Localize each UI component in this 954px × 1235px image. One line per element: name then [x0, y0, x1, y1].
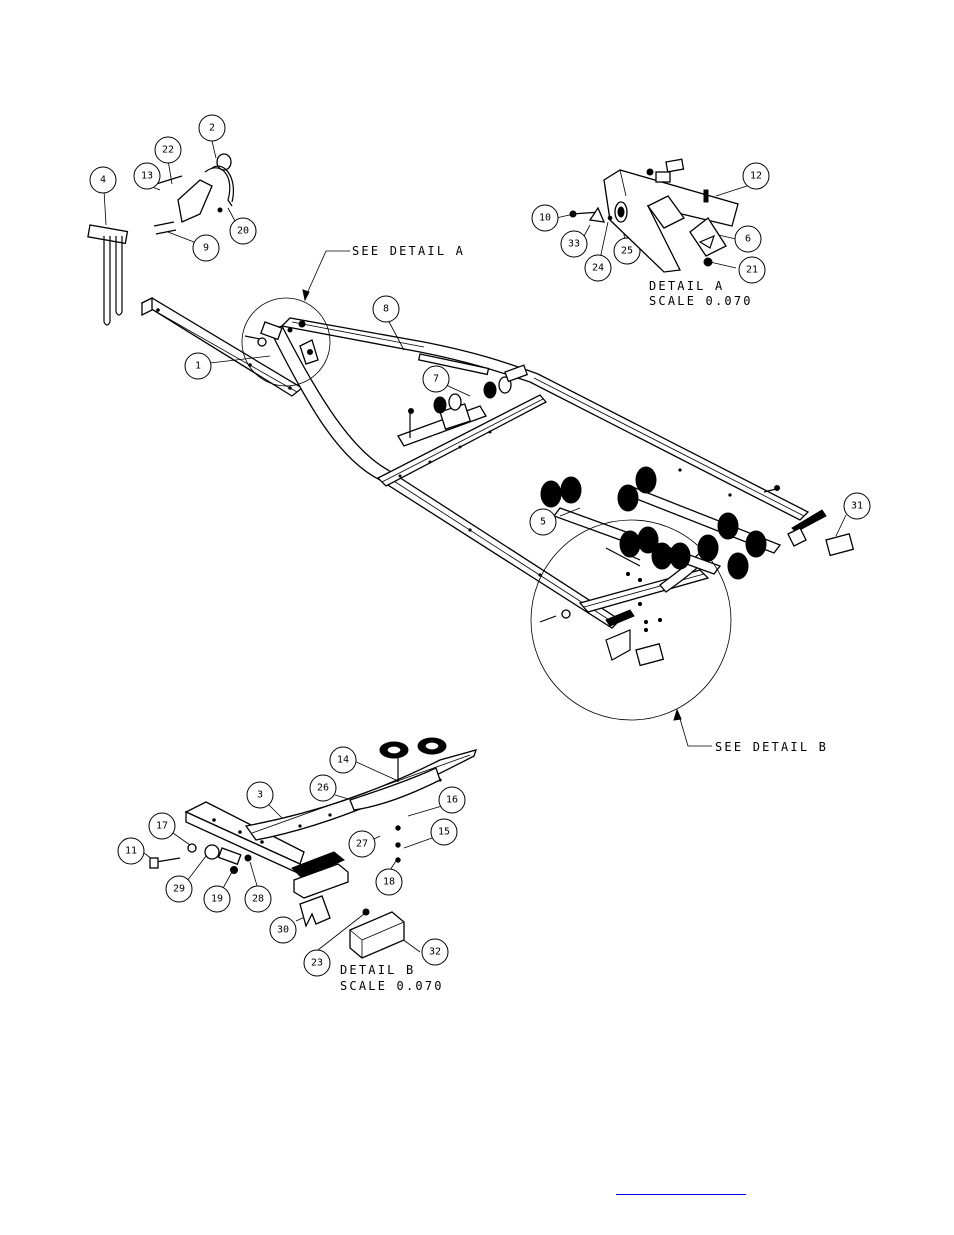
roller-wheels-part-5 [540, 466, 767, 580]
svg-text:22: 22 [162, 145, 174, 156]
svg-text:26: 26 [317, 783, 329, 794]
see-detail-b-callout: SEE DETAIL B [673, 708, 828, 754]
balloon-17: 17 [148, 812, 176, 840]
balloon-30: 30 [269, 916, 297, 944]
see-detail-a-callout: SEE DETAIL A [302, 244, 465, 302]
balloon-24: 24 [584, 254, 612, 282]
svg-text:7: 7 [433, 374, 439, 385]
balloon-15: 15 [430, 818, 458, 846]
svg-text:11: 11 [125, 846, 137, 857]
svg-text:20: 20 [237, 226, 249, 237]
right-main-rail-part-8 [280, 317, 810, 521]
balloon-6: 6 [734, 225, 762, 253]
svg-text:10: 10 [539, 213, 551, 224]
svg-text:24: 24 [592, 263, 604, 274]
svg-text:27: 27 [356, 839, 368, 850]
detail-b-callout-circle [530, 519, 732, 721]
svg-text:17: 17 [156, 821, 168, 832]
part-balloons: 2 22 13 4 9 20 8 1 7 5 31 10 12 6 21 33 … [89, 114, 871, 977]
svg-text:32: 32 [429, 947, 441, 958]
svg-text:5: 5 [540, 517, 546, 528]
rear-left-end [539, 571, 665, 667]
svg-text:25: 25 [621, 246, 633, 257]
svg-text:18: 18 [383, 877, 395, 888]
detail-b-view: DETAIL B SCALE 0.070 [149, 737, 478, 993]
jack-part-4 [87, 224, 129, 326]
svg-text:15: 15 [438, 827, 450, 838]
svg-text:3: 3 [257, 790, 263, 801]
svg-text:4: 4 [100, 175, 106, 186]
balloon-27: 27 [348, 830, 376, 858]
svg-text:2: 2 [209, 123, 215, 134]
balloon-12: 12 [742, 162, 770, 190]
svg-text:6: 6 [745, 234, 751, 245]
coupler-junction [244, 320, 319, 365]
balloon-1: 1 [184, 352, 212, 380]
svg-text:8: 8 [383, 304, 389, 315]
balloon-18: 18 [375, 868, 403, 896]
detail-a-view: DETAIL A SCALE 0.070 [569, 158, 753, 308]
svg-text:33: 33 [568, 239, 580, 250]
balloon-23: 23 [303, 949, 331, 977]
balloon-29: 29 [165, 875, 193, 903]
balloon-20: 20 [229, 217, 257, 245]
detail-b-title: DETAIL B [340, 963, 415, 977]
svg-text:12: 12 [750, 171, 762, 182]
balloon-19: 19 [203, 885, 231, 913]
detail-b-scale: SCALE 0.070 [340, 979, 444, 993]
balloon-22: 22 [154, 136, 182, 164]
balloon-21: 21 [738, 256, 766, 284]
trailer-frame [140, 296, 855, 721]
balloon-25: 25 [613, 237, 641, 265]
footer-link[interactable] [616, 1178, 746, 1195]
winch-assembly-part-2 [153, 153, 234, 235]
balloon-28: 28 [244, 885, 272, 913]
balloon-32: 32 [421, 938, 449, 966]
svg-text:29: 29 [173, 884, 185, 895]
balloon-13: 13 [133, 162, 161, 190]
winch-stand-part-7 [397, 364, 529, 447]
see-detail-b-label: SEE DETAIL B [715, 740, 828, 754]
svg-text:1: 1 [195, 361, 201, 372]
balloon-16: 16 [438, 786, 466, 814]
balloon-5: 5 [529, 508, 557, 536]
detail-a-callout-circle [241, 297, 331, 387]
svg-text:9: 9 [203, 243, 209, 254]
svg-text:19: 19 [211, 894, 223, 905]
balloon-7: 7 [422, 365, 450, 393]
svg-text:23: 23 [311, 958, 323, 969]
detail-a-scale: SCALE 0.070 [649, 294, 753, 308]
balloon-2: 2 [198, 114, 226, 142]
svg-text:16: 16 [446, 795, 458, 806]
balloon-4: 4 [89, 166, 117, 194]
balloon-8: 8 [372, 295, 400, 323]
balloon-26: 26 [309, 774, 337, 802]
balloon-31: 31 [843, 492, 871, 520]
see-detail-a-label: SEE DETAIL A [352, 244, 465, 258]
svg-text:14: 14 [337, 755, 349, 766]
balloon-33: 33 [560, 230, 588, 258]
balloon-9: 9 [192, 234, 220, 262]
balloon-11: 11 [117, 837, 145, 865]
balloon-3: 3 [246, 781, 274, 809]
svg-text:30: 30 [277, 925, 289, 936]
svg-text:21: 21 [746, 265, 758, 276]
svg-text:28: 28 [252, 894, 264, 905]
balloon-14: 14 [329, 746, 357, 774]
svg-text:13: 13 [141, 171, 153, 182]
tongue-part-1 [140, 296, 304, 397]
svg-text:31: 31 [851, 501, 863, 512]
balloon-10: 10 [531, 204, 559, 232]
rear-right-end [763, 485, 855, 557]
detail-a-title: DETAIL A [649, 279, 724, 293]
